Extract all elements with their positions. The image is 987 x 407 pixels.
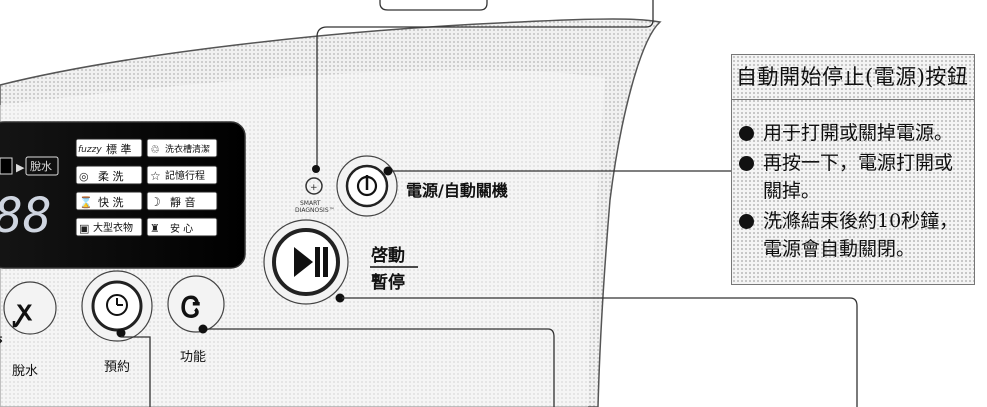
display-spin-label: 脫水 (30, 159, 52, 173)
start-pause-button[interactable] (263, 219, 349, 305)
delay-button[interactable] (81, 270, 153, 342)
callout-list: 用于打開或關掉電源。 再按一下，電源打開或關掉。 洗滌結束後約10秒鐘，電源會自… (732, 100, 974, 263)
safe-icon: ♜ (150, 222, 160, 235)
callout-item: 再按一下，電源打開或關掉。 (736, 149, 974, 205)
function-icon: Ꮳ (181, 291, 200, 324)
callout-item: 用于打開或關掉電源。 (736, 119, 974, 147)
svg-text:標 準: 標 準 (106, 142, 132, 156)
bulky-icon: ▣ (79, 222, 89, 235)
svg-text:靜 音: 靜 音 (170, 195, 196, 209)
play-pause-icon (294, 247, 328, 277)
spin-button[interactable]: ꭙ (3, 281, 57, 335)
program-button-memory[interactable]: ☆ 記憶行程 (146, 165, 218, 185)
power-label: 電源/自動關機 (406, 181, 508, 200)
function-button[interactable]: Ꮳ (167, 275, 225, 334)
program-button-quick-wash[interactable]: ⌛ 快 洗 (75, 191, 143, 211)
program-button-safe[interactable]: ♜ 安 心 (146, 217, 218, 237)
svg-text:柔 洗: 柔 洗 (98, 170, 124, 183)
svg-text:▶: ▶ (16, 161, 25, 174)
delay-label: 預約 (104, 360, 130, 375)
svg-text:大型衣物: 大型衣物 (93, 221, 133, 234)
clock-icon (106, 294, 128, 316)
bullet-icon (739, 156, 754, 171)
svg-text:DIAGNOSIS™: DIAGNOSIS™ (295, 207, 335, 214)
callout-title: 自動開始停止(電源)按鈕 (732, 55, 974, 100)
delicate-icon: ◎ (79, 170, 89, 183)
power-button[interactable] (336, 155, 398, 217)
program-button-silent[interactable]: ☽ 靜 音 (146, 191, 218, 211)
program-button-tub-clean[interactable]: ♲ 洗衣槽清潔 (146, 138, 218, 158)
start-label: 啓動 (371, 245, 405, 266)
program-button-standard[interactable]: fuzzy 標 準 (75, 138, 143, 158)
power-button-callout: 自動開始停止(電源)按鈕 用于打開或關掉電源。 再按一下，電源打開或關掉。 洗滌… (731, 54, 975, 285)
smart-diagnosis-logo: + SMART DIAGNOSIS™ (295, 165, 335, 214)
svg-text:⇆: ⇆ (0, 332, 3, 347)
display-digits: 88 (0, 188, 52, 244)
program-buttons: fuzzy 標 準 ♲ 洗衣槽清潔 ◎ 柔 洗 ☆ 記憶行程 ⌛ 快 洗 ☽ 靜… (75, 138, 218, 237)
tub-clean-icon: ♲ (150, 143, 160, 156)
program-button-delicate[interactable]: ◎ 柔 洗 (75, 165, 143, 185)
svg-text:洗衣槽清潔: 洗衣槽清潔 (165, 143, 210, 155)
spin-icon: ꭙ (12, 294, 33, 328)
callout-item: 洗滌結束後約10秒鐘，電源會自動關閉。 (736, 207, 974, 263)
power-icon (356, 175, 378, 197)
svg-text:快 洗: 快 洗 (98, 196, 124, 209)
silent-icon: ☽ (150, 195, 161, 209)
svg-text:SMART: SMART (300, 200, 321, 207)
program-button-bulky[interactable]: ▣ 大型衣物 (75, 217, 143, 237)
bullet-icon (739, 126, 754, 141)
function-label: 功能 (180, 350, 206, 365)
star-icon: ☆ (150, 169, 161, 183)
svg-text:安 心: 安 心 (170, 222, 193, 235)
pause-label: 暫停 (371, 272, 405, 293)
svg-text:+: + (310, 183, 318, 193)
quick-wash-icon: ⌛ (79, 196, 93, 209)
spin-label: 脫水 (12, 364, 38, 379)
svg-text:記憶行程: 記憶行程 (165, 169, 205, 182)
bullet-icon (739, 214, 754, 229)
fuzzy-icon: fuzzy (78, 145, 102, 155)
